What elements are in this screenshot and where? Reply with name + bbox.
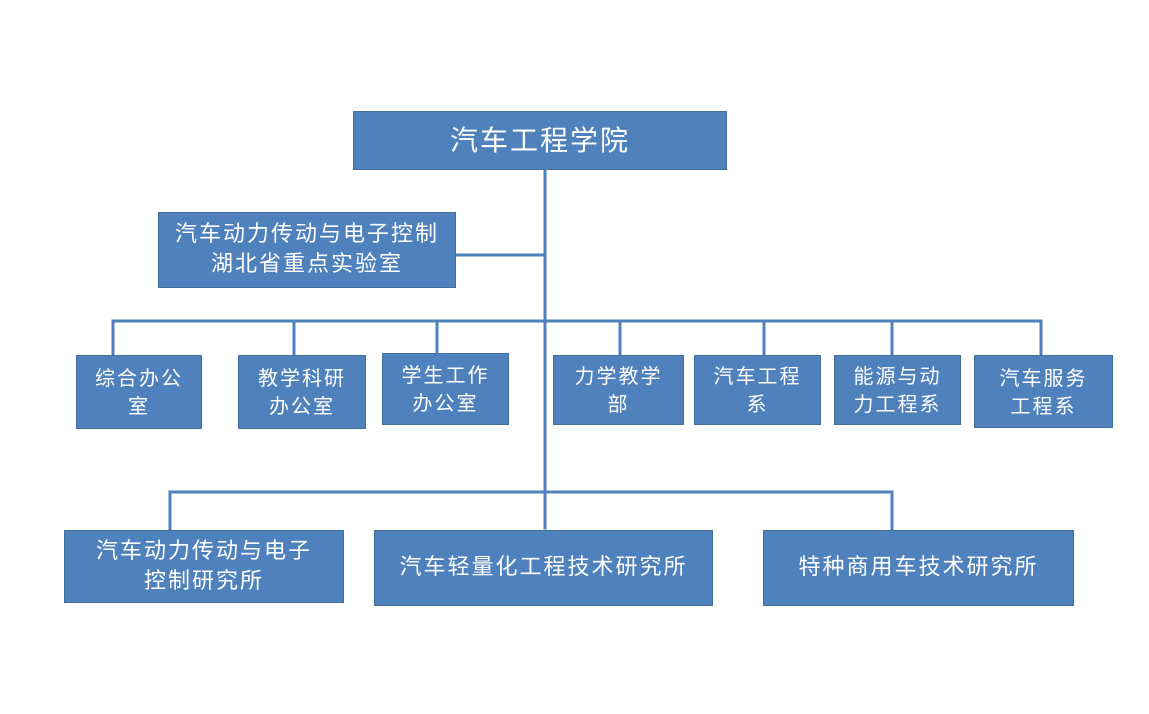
department-node-general-office: 综合办公 室 xyxy=(76,355,202,429)
department-label: 力学教学 部 xyxy=(574,364,663,416)
institute-label: 汽车动力传动与电子 控制研究所 xyxy=(95,538,312,594)
department-node-student-office: 学生工作 办公室 xyxy=(382,353,509,425)
institute-node-powertrain-control: 汽车动力传动与电子 控制研究所 xyxy=(64,530,344,603)
department-node-mechanics: 力学教学 部 xyxy=(553,355,684,425)
department-label: 学生工作 办公室 xyxy=(401,363,490,415)
institute-label: 特种商用车技术研究所 xyxy=(798,555,1039,581)
department-label: 汽车服务 工程系 xyxy=(999,365,1088,418)
department-node-automotive-eng: 汽车工程 系 xyxy=(694,355,821,425)
lab-node: 汽车动力传动与电子控制 湖北省重点实验室 xyxy=(158,212,456,288)
department-node-teaching-office: 教学科研 办公室 xyxy=(238,355,366,429)
institute-label: 汽车轻量化工程技术研究所 xyxy=(399,555,688,581)
department-label: 汽车工程 系 xyxy=(713,364,802,416)
department-label: 能源与动 力工程系 xyxy=(853,364,942,416)
root-node-label: 汽车工程学院 xyxy=(449,123,630,157)
department-label: 教学科研 办公室 xyxy=(258,366,346,418)
institute-node-lightweight: 汽车轻量化工程技术研究所 xyxy=(374,530,713,606)
institute-node-special-commercial: 特种商用车技术研究所 xyxy=(763,530,1074,606)
lab-node-label: 汽车动力传动与电子控制 湖北省重点实验室 xyxy=(174,222,439,277)
root-node: 汽车工程学院 xyxy=(353,111,727,170)
department-node-automotive-service: 汽车服务 工程系 xyxy=(974,355,1113,428)
department-node-energy-power: 能源与动 力工程系 xyxy=(834,355,961,425)
department-label: 综合办公 室 xyxy=(95,366,183,418)
